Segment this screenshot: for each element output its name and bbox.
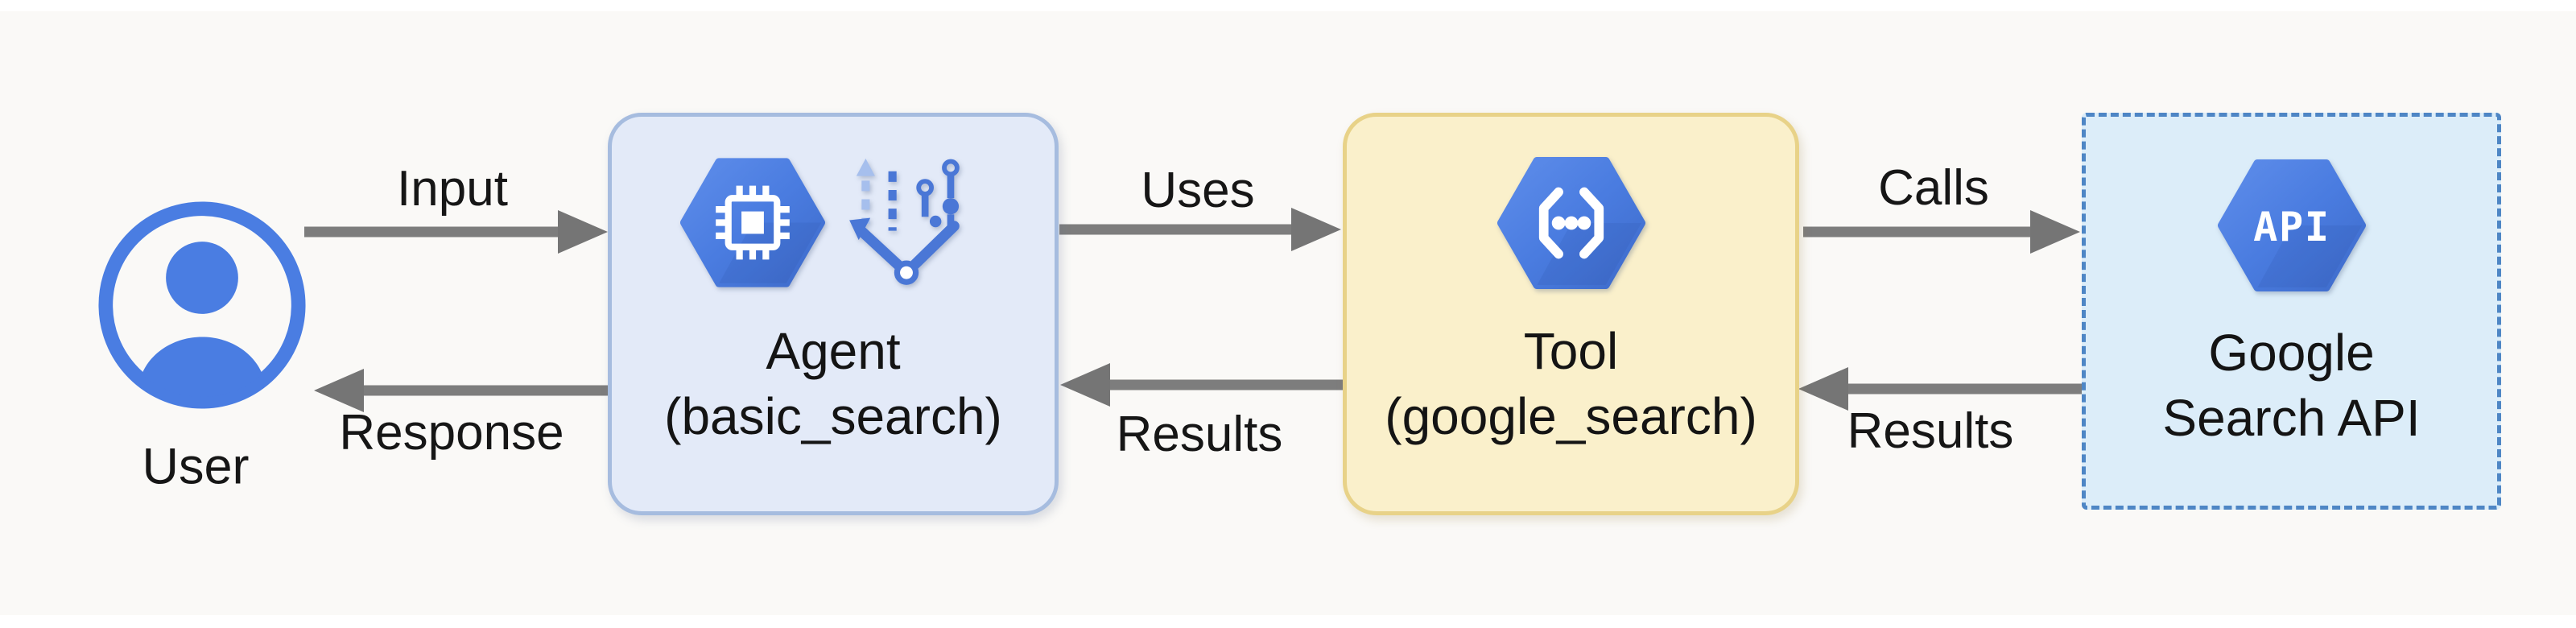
top-white-strip — [0, 0, 2576, 11]
user-node-label: User — [142, 438, 250, 495]
code-brackets-hexagon-icon — [1497, 157, 1645, 289]
edge-label-input: Input — [397, 161, 508, 217]
tool-subtitle-line: (google_search) — [1385, 387, 1757, 445]
bottom-white-strip — [0, 615, 2576, 628]
tool-title-line: Tool — [1523, 322, 1619, 380]
user-circle-icon — [98, 201, 306, 409]
edge-arrow-results-right — [1798, 367, 2082, 411]
edge-arrow-input — [304, 210, 608, 254]
api-title-line1: Google — [2208, 324, 2375, 382]
agent-title-line: Agent — [766, 322, 901, 380]
ai-chip-hexagon-icon — [680, 158, 825, 287]
agent-node-label: Agent (basic_search) — [612, 319, 1055, 449]
edge-label-results-right: Results — [1847, 403, 2014, 459]
edge-label-calls: Calls — [1878, 160, 1989, 216]
api-title-line2: Search API — [2162, 389, 2421, 447]
edge-label-uses: Uses — [1141, 163, 1255, 218]
edge-arrow-response — [314, 369, 608, 412]
edge-arrow-results-mid — [1060, 363, 1343, 407]
api-hexagon-text: API — [2253, 203, 2330, 250]
node-agent: Agent (basic_search) — [608, 113, 1059, 515]
tool-node-label: Tool (google_search) — [1347, 319, 1795, 449]
branch-circuit-icon — [849, 158, 960, 285]
api-node-label: Google Search API — [2086, 320, 2497, 451]
edge-arrow-uses — [1059, 208, 1341, 251]
agent-subtitle-line: (basic_search) — [664, 387, 1002, 445]
edge-label-response: Response — [339, 405, 564, 461]
edge-arrow-calls — [1803, 210, 2080, 254]
api-hexagon-icon: API — [2218, 159, 2366, 291]
edge-label-results-mid: Results — [1116, 407, 1283, 462]
